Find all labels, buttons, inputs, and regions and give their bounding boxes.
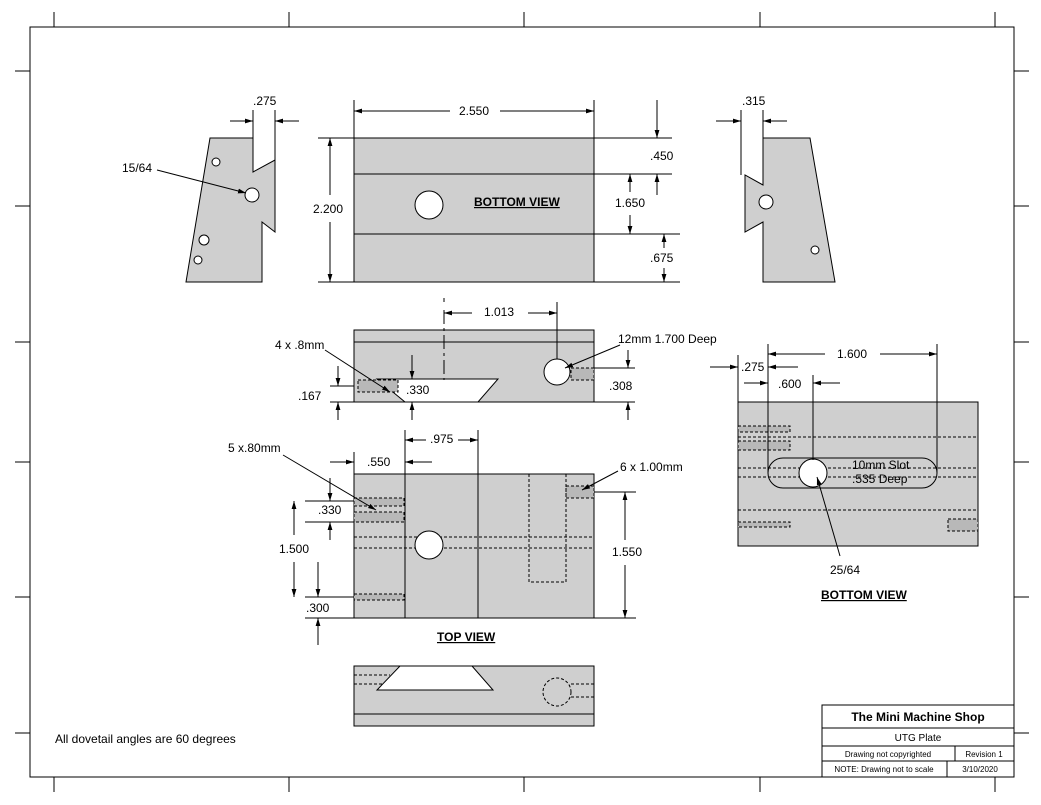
slot-depth-label: .535 Deep	[852, 472, 908, 486]
right-side-view: .315	[716, 94, 836, 283]
top-view-label: TOP VIEW	[437, 630, 496, 644]
drawing-date: 3/10/2020	[962, 765, 998, 774]
top-view: .975 .550 5 x.80mm 6 x 1.00mm .330 1.500…	[228, 430, 683, 645]
company-name: The Mini Machine Shop	[851, 710, 984, 724]
dim-330-top: .330	[318, 503, 342, 517]
dim-600: .600	[778, 377, 802, 391]
dim-675: .675	[650, 251, 674, 265]
dim-1500: 1.500	[279, 542, 309, 556]
dim-1550: 1.550	[612, 545, 642, 559]
dim-2550: 2.550	[459, 104, 489, 118]
hole-15-64-label: 15/64	[122, 161, 152, 175]
copyright-note: Drawing not copyrighted	[845, 750, 931, 759]
dim-550: .550	[367, 455, 391, 469]
dim-315: .315	[742, 94, 766, 108]
end-view	[353, 665, 595, 727]
hole-12mm-label: 12mm 1.700 Deep	[618, 332, 717, 346]
slot-label: 10mm Slot	[852, 458, 910, 472]
hole-25-64-label: 25/64	[830, 563, 860, 577]
left-side-view: .275 15/64	[122, 94, 299, 283]
dim-330-front: .330	[406, 383, 430, 397]
dim-1650: 1.650	[615, 196, 645, 210]
part-name: UTG Plate	[895, 733, 942, 744]
front-view: 1.013 4 x .8mm 12mm 1.700 Deep .167 .330…	[275, 298, 717, 420]
bottom-view-right: 10mm Slot .535 Deep 1.600 .275 .600 25/6…	[710, 344, 979, 602]
dim-975: .975	[430, 432, 454, 446]
tap-6-label: 6 x 1.00mm	[620, 460, 683, 474]
dim-275-right: .275	[741, 360, 765, 374]
bottom-view-label: BOTTOM VIEW	[474, 195, 560, 209]
dim-2200: 2.200	[313, 202, 343, 216]
dim-1600: 1.600	[837, 347, 867, 361]
bottom-view-top: BOTTOM VIEW 2.550 2.200 .450 1.650 .675	[313, 100, 680, 283]
dim-300: .300	[306, 601, 330, 615]
revision: Revision 1	[965, 750, 1003, 759]
dim-167: .167	[298, 389, 322, 403]
drawing-border	[15, 12, 1029, 792]
scale-note: NOTE: Drawing not to scale	[834, 765, 934, 774]
dovetail-note: All dovetail angles are 60 degrees	[55, 732, 236, 746]
title-block: The Mini Machine Shop UTG Plate Drawing …	[821, 704, 1015, 778]
dim-308: .308	[609, 379, 633, 393]
tap-5-label: 5 x.80mm	[228, 441, 281, 455]
dim-1013: 1.013	[484, 305, 514, 319]
dim-275-left: .275	[253, 94, 277, 108]
bottom-view-right-label: BOTTOM VIEW	[821, 588, 907, 602]
dim-450: .450	[650, 149, 674, 163]
tap-4-label: 4 x .8mm	[275, 338, 324, 352]
